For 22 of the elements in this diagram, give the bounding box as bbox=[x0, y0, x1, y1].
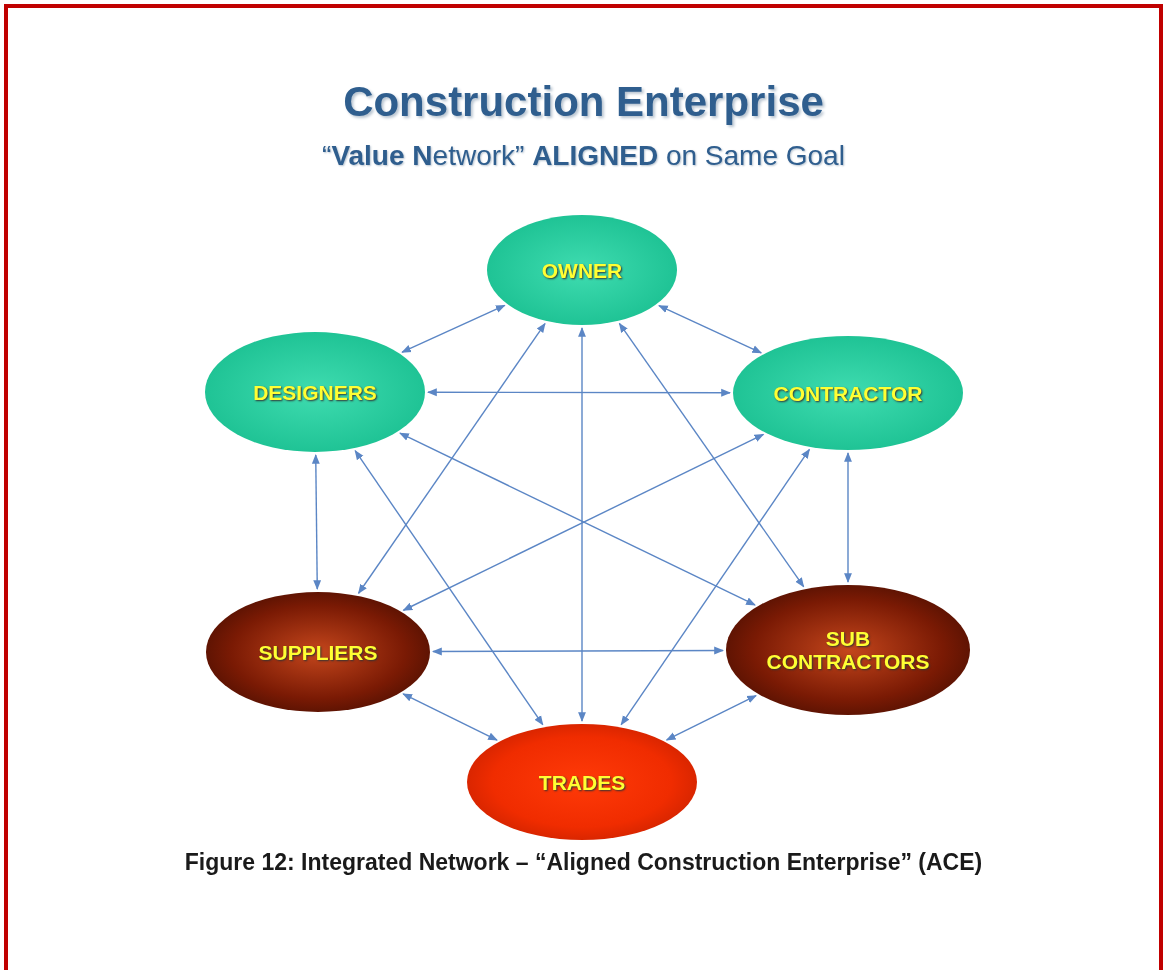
node-label: OWNER bbox=[540, 258, 624, 282]
node-label: SUB CONTRACTORS bbox=[765, 627, 931, 673]
double-arrow bbox=[620, 448, 811, 726]
double-arrow bbox=[401, 304, 506, 353]
double-arrow bbox=[427, 388, 731, 397]
double-arrow bbox=[354, 449, 544, 726]
title: Construction Enterprise bbox=[342, 77, 825, 127]
double-arrow bbox=[357, 322, 546, 595]
double-arrow bbox=[311, 454, 322, 590]
node-label: DESIGNERS bbox=[252, 380, 378, 404]
figure-caption: Figure 12: Integrated Network – “Aligned Construction Enterprise” (ACE) bbox=[184, 848, 983, 877]
double-arrow bbox=[402, 693, 498, 741]
double-arrow bbox=[665, 694, 757, 741]
double-arrow bbox=[658, 304, 763, 354]
node-label: CONTRACTOR bbox=[772, 381, 924, 405]
node-label: TRADES bbox=[537, 770, 627, 794]
double-arrow bbox=[844, 452, 852, 583]
subtitle: “Value Network” ALIGNED on Same Goal bbox=[322, 139, 845, 173]
double-arrow bbox=[578, 327, 586, 722]
double-arrow bbox=[618, 322, 805, 588]
node-label: SUPPLIERS bbox=[257, 640, 379, 664]
double-arrow bbox=[432, 646, 724, 656]
